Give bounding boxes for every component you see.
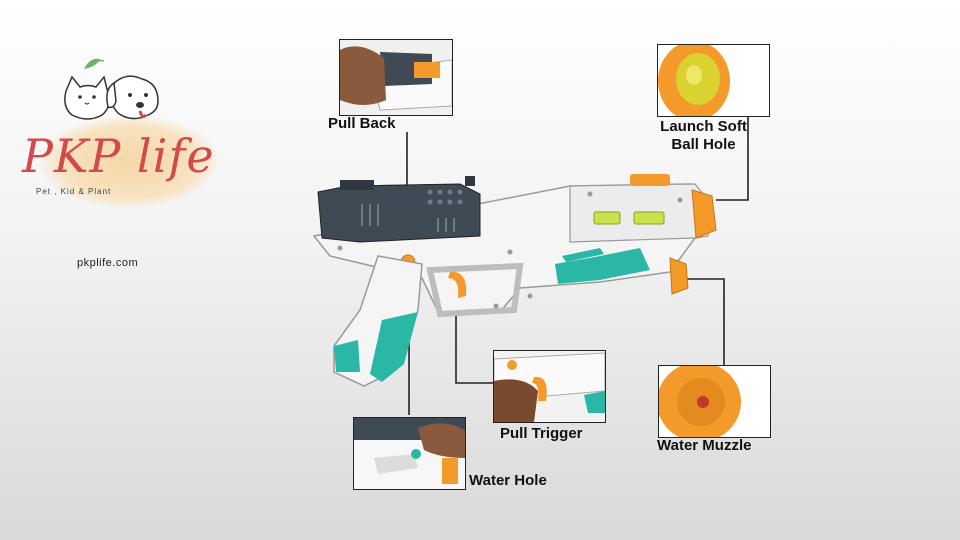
water-muzzle-photo [658,365,771,438]
water-hole-photo-image [354,418,465,489]
brand-name: PKP life [22,129,215,183]
launch-ball-photo-image [658,45,769,116]
pull-trigger-photo [493,350,606,423]
launch-ball-label: Launch Soft Ball Hole [636,118,771,154]
pull-trigger-photo-image [494,351,605,422]
pull-back-photo-image [340,40,452,115]
launch-ball-photo [657,44,770,117]
brand-tagline: Pet , Kid & Plant [36,187,112,196]
cat-dog-icon [64,58,159,120]
launch-ball-label-line1: Launch Soft [660,118,747,135]
logo-background-splash [42,117,217,207]
water-hole-label: Water Hole [469,472,547,489]
brand-logo: PKP life Pet , Kid & Plant [14,55,217,225]
pull-trigger-label: Pull Trigger [500,425,583,442]
launch-ball-label-line2: Ball Hole [671,136,736,153]
site-url: pkplife.com [77,257,139,269]
pull-back-photo [339,39,453,116]
water-muzzle-label: Water Muzzle [657,437,752,454]
water-hole-photo [353,417,466,490]
water-muzzle-photo-image [659,366,770,437]
water-gun-image [312,174,717,387]
pull-back-label: Pull Back [328,115,396,132]
